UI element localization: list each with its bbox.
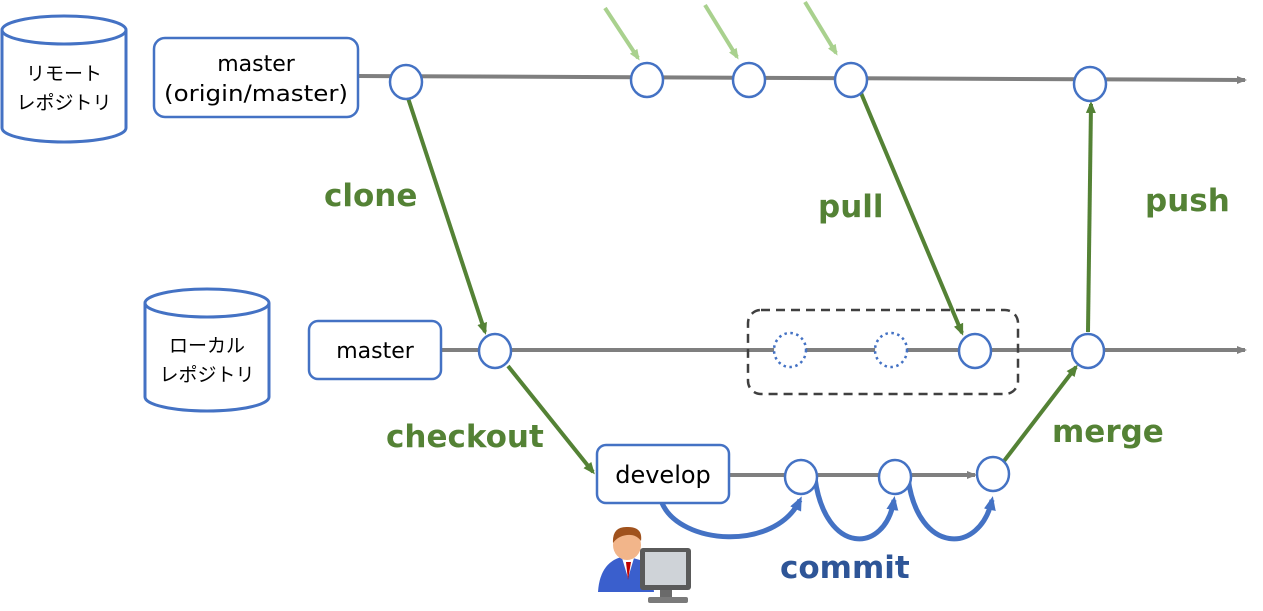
local-commit <box>1070 332 1106 370</box>
clone-label: clone <box>324 178 417 214</box>
incoming-commit-arrow-1 <box>603 6 640 61</box>
commit-arc-2 <box>812 477 899 542</box>
push-label: push <box>1145 183 1230 219</box>
local-commit <box>477 332 513 370</box>
remote-commit <box>629 61 665 99</box>
remote-master-label-line2: (origin/master) <box>164 82 348 107</box>
local-master-label: master <box>336 339 415 364</box>
remote-master-branch-box: master (origin/master) <box>152 36 360 119</box>
local-commit-pending <box>873 331 909 369</box>
local-commit-pending <box>772 331 808 369</box>
incoming-commit-arrow-2 <box>703 3 739 60</box>
pulled-commits-group <box>746 308 1020 396</box>
remote-commit <box>731 61 767 99</box>
push-arrow <box>1085 101 1096 333</box>
develop-commit <box>975 455 1011 493</box>
local-commit <box>957 332 993 370</box>
develop-branch-box: develop <box>595 443 731 505</box>
remote-commit <box>833 61 869 99</box>
commit-label: commit <box>780 550 910 586</box>
pull-label: pull <box>818 189 884 225</box>
local-master-branch-box: master <box>307 319 443 381</box>
local-repository-cylinder: ローカル レポジトリ <box>143 287 271 413</box>
checkout-arrow <box>506 364 595 475</box>
develop-commit <box>783 458 819 496</box>
merge-arrow <box>1002 364 1078 463</box>
commit-arc-3 <box>905 477 996 542</box>
remote-commit <box>388 63 424 101</box>
remote-master-label-line1: master <box>217 52 296 77</box>
remote-timeline <box>357 74 1247 84</box>
pull-arrow <box>859 92 964 336</box>
remote-repository-label-line2: レポジトリ <box>16 92 111 114</box>
remote-repository-label-line1: リモート <box>26 63 102 85</box>
remote-repository-cylinder: リモート レポジトリ <box>0 14 128 144</box>
developer-computer-icon <box>598 526 691 603</box>
remote-commit <box>1072 65 1108 103</box>
local-repository-label-line1: ローカル <box>169 335 245 357</box>
local-repository-label-line2: レポジトリ <box>159 364 254 386</box>
commit-arc-1 <box>659 496 803 540</box>
clone-arrow <box>406 97 487 335</box>
checkout-label: checkout <box>386 419 544 455</box>
incoming-commit-arrow-3 <box>803 0 838 56</box>
develop-commit <box>877 458 913 496</box>
merge-label: merge <box>1052 414 1164 450</box>
develop-label: develop <box>615 461 711 489</box>
